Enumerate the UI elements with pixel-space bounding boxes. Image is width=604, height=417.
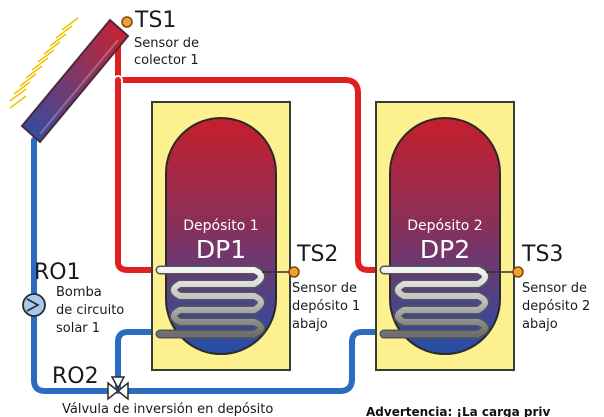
cold-branch-tank1 <box>115 329 163 394</box>
tank-1-code: DP1 <box>196 235 246 264</box>
tank-2-name: Depósito 2 <box>407 218 482 234</box>
sun-rays <box>9 17 79 109</box>
ro2-caption: Válvula de inversión en depósito <box>62 402 273 417</box>
ro1-desc-line-1: Bomba <box>56 285 102 300</box>
ts3-sensor-dot <box>512 266 524 278</box>
ts2-desc-line-3: abajo <box>292 317 328 332</box>
ts2-sensor-dot <box>288 266 300 278</box>
tank-2-code: DP2 <box>420 235 470 264</box>
warning-text: Advertencia: ¡La carga priv <box>366 405 550 417</box>
ro2-tag: RO2 <box>52 364 99 389</box>
ro1-desc-line-3: solar 1 <box>56 321 100 336</box>
ts1-sensor-dot <box>121 16 133 28</box>
ts1-desc-line-1: Sensor de <box>134 36 199 51</box>
pipe-network <box>29 37 387 396</box>
ts3-tag: TS3 <box>521 242 563 267</box>
solar-collector <box>9 17 130 144</box>
ro1-tag: RO1 <box>34 260 81 285</box>
ts1-desc-line-2: colector 1 <box>134 53 199 68</box>
pump-icon <box>22 293 46 317</box>
collector-panel <box>20 18 130 144</box>
tank-2-coil <box>379 265 490 339</box>
ts3-desc-line-1: Sensor de <box>522 281 587 296</box>
hot-branch-tank1 <box>115 77 163 273</box>
three-way-valve-icon <box>107 376 129 401</box>
pump-arrow-icon <box>26 298 40 312</box>
tank-1: Depósito 1 DP1 <box>151 101 300 371</box>
tank-2: Depósito 2 DP2 <box>375 101 524 371</box>
ro1-desc-line-2: de circuito <box>56 303 124 318</box>
ts1-tag: TS1 <box>134 8 176 33</box>
ts2-desc-line-2: depósito 1 <box>292 299 360 314</box>
hot-supply-pipe <box>115 39 385 273</box>
tank-1-coil <box>155 265 266 339</box>
tank-1-name: Depósito 1 <box>183 218 258 234</box>
cold-return-pipe <box>31 137 385 394</box>
ts2-tag: TS2 <box>296 242 338 267</box>
ts3-desc-line-3: abajo <box>522 317 558 332</box>
ts2-desc-line-1: Sensor de <box>292 281 357 296</box>
ts3-desc-line-2: depósito 2 <box>522 299 590 314</box>
